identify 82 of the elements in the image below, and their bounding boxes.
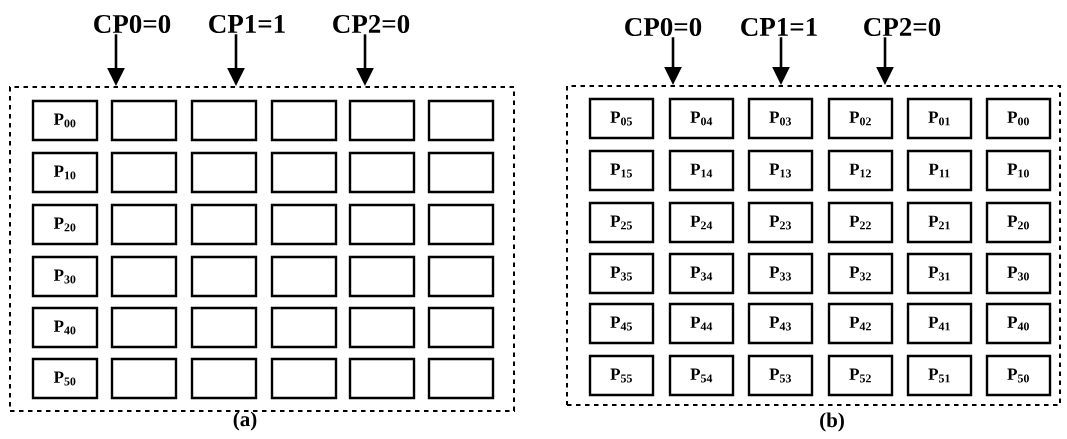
cell-box xyxy=(270,203,338,246)
control-label: CP0=0 xyxy=(94,14,171,34)
cell-box xyxy=(348,151,416,194)
cell-box: P$_{40}$ xyxy=(31,306,99,349)
cell-box: P$_{00}$ xyxy=(31,99,99,142)
control-label: CP0=0 xyxy=(625,17,702,37)
cell-box: P$_{13}$ xyxy=(747,149,814,192)
cell-box: P$_{23}$ xyxy=(747,201,814,244)
cell-box: P$_{03}$ xyxy=(747,97,814,140)
cell-box xyxy=(427,357,495,400)
cell-box xyxy=(348,306,416,349)
cell-box: P$_{22}$ xyxy=(827,201,894,244)
panel-caption: (a) xyxy=(233,411,257,431)
cell-box xyxy=(110,151,178,194)
cell-box: P$_{33}$ xyxy=(747,252,814,295)
cell-box: P$_{14}$ xyxy=(668,149,735,192)
cell-box xyxy=(427,306,495,349)
cell-box xyxy=(427,151,495,194)
cell-box: P$_{04}$ xyxy=(668,97,735,140)
cell-box xyxy=(270,306,338,349)
cell-box: P$_{42}$ xyxy=(827,302,894,345)
cell-box xyxy=(348,203,416,246)
cell-box xyxy=(190,151,258,194)
cell-box: P$_{31}$ xyxy=(906,252,973,295)
cell-box xyxy=(110,99,178,142)
dashed-frame xyxy=(566,85,1061,406)
cell-box: P$_{32}$ xyxy=(827,252,894,295)
cell-box: P$_{02}$ xyxy=(827,97,894,140)
cell-box: P$_{52}$ xyxy=(827,354,894,397)
cell-box: P$_{20}$ xyxy=(985,201,1052,244)
cell-box xyxy=(190,306,258,349)
dashed-frame xyxy=(9,86,515,412)
cell-box: P$_{55}$ xyxy=(588,354,655,397)
cell-box xyxy=(427,99,495,142)
cell-box xyxy=(110,357,178,400)
cell-box: P$_{51}$ xyxy=(906,354,973,397)
cell-box xyxy=(190,99,258,142)
cell-box: P$_{40}$ xyxy=(985,302,1052,345)
cell-box xyxy=(348,357,416,400)
cell-box xyxy=(270,255,338,298)
cell-box xyxy=(270,151,338,194)
cell-box: P$_{24}$ xyxy=(668,201,735,244)
cell-box xyxy=(270,357,338,400)
cell-box xyxy=(110,255,178,298)
cell-box: P$_{12}$ xyxy=(827,149,894,192)
cell-box: P$_{43}$ xyxy=(747,302,814,345)
control-label: CP2=0 xyxy=(864,17,941,37)
cell-box: P$_{41}$ xyxy=(906,302,973,345)
control-label: CP1=1 xyxy=(741,17,817,37)
cell-box: P$_{44}$ xyxy=(668,302,735,345)
cell-box xyxy=(348,255,416,298)
control-label: CP1=1 xyxy=(209,14,285,34)
cell-box: P$_{25}$ xyxy=(588,201,655,244)
cell-box: P$_{30}$ xyxy=(31,255,99,298)
cell-box: P$_{21}$ xyxy=(906,201,973,244)
cell-box xyxy=(270,99,338,142)
cell-box: P$_{00}$ xyxy=(985,97,1052,140)
cell-box: P$_{35}$ xyxy=(588,252,655,295)
control-label: CP2=0 xyxy=(333,14,410,34)
cell-box: P$_{50}$ xyxy=(985,354,1052,397)
cell-box: P$_{11}$ xyxy=(906,149,973,192)
cell-box xyxy=(110,306,178,349)
cell-box xyxy=(190,203,258,246)
cell-box: P$_{45}$ xyxy=(588,302,655,345)
cell-box: P$_{54}$ xyxy=(668,354,735,397)
cell-box xyxy=(427,255,495,298)
cell-box: P$_{30}$ xyxy=(985,252,1052,295)
cell-box: P$_{10}$ xyxy=(985,149,1052,192)
cell-box: P$_{34}$ xyxy=(668,252,735,295)
cell-box: P$_{20}$ xyxy=(31,203,99,246)
cell-box: P$_{01}$ xyxy=(906,97,973,140)
cell-box: P$_{10}$ xyxy=(31,151,99,194)
panel-caption: (b) xyxy=(820,412,844,432)
cell-box xyxy=(190,255,258,298)
cell-box xyxy=(348,99,416,142)
cell-box: P$_{50}$ xyxy=(31,357,99,400)
cell-box xyxy=(427,203,495,246)
cell-box xyxy=(190,357,258,400)
cell-box xyxy=(110,203,178,246)
cell-box: P$_{05}$ xyxy=(588,97,655,140)
cell-box: P$_{15}$ xyxy=(588,149,655,192)
cell-box: P$_{53}$ xyxy=(747,354,814,397)
